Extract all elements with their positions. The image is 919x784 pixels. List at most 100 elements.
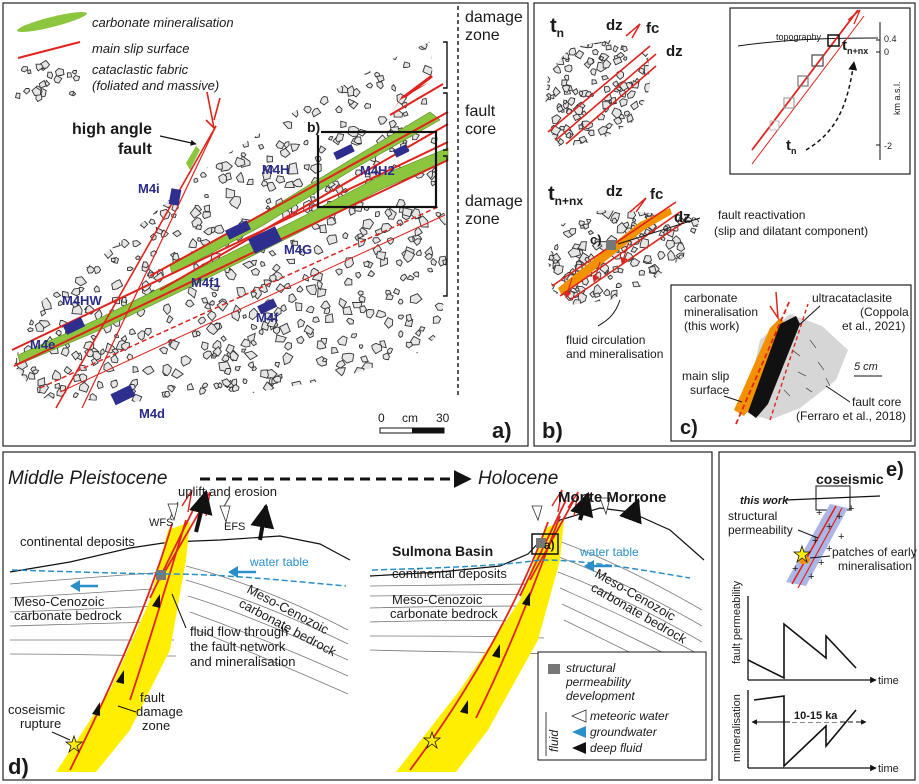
fragment: [430, 257, 438, 266]
fragment: [424, 252, 434, 260]
fragment: [31, 86, 42, 96]
fragment: [162, 303, 172, 315]
fragment: [367, 269, 376, 278]
fragment: [266, 155, 273, 163]
fragment: [412, 271, 420, 278]
fragment: [407, 236, 414, 243]
fragment: [647, 40, 650, 47]
fragment: [338, 42, 346, 47]
fragment: [260, 261, 266, 268]
fragment: [415, 249, 422, 256]
fragment: [432, 315, 442, 324]
fragment: [420, 97, 428, 105]
fragment: [172, 252, 180, 261]
fragment: [291, 380, 303, 393]
fragment: [14, 297, 23, 310]
damage-zone-2: damage: [136, 704, 183, 719]
fragment: [548, 237, 552, 248]
fragment: [628, 138, 636, 146]
fragment: [62, 242, 70, 253]
fragment: [355, 374, 366, 383]
fragment: [635, 123, 644, 130]
fragment: [242, 378, 248, 384]
fragment: [548, 231, 554, 239]
fragment: [329, 387, 340, 397]
fragment: [260, 369, 269, 379]
fragment: [57, 300, 64, 306]
fragment: [143, 327, 152, 337]
fragment: [212, 345, 222, 357]
fragment: [24, 256, 37, 264]
fragment: [22, 87, 31, 95]
fragment: [313, 382, 325, 395]
scale-zero: 0: [378, 411, 385, 425]
fragment: [84, 349, 95, 358]
fragment: [14, 327, 24, 337]
fragment: [560, 220, 566, 227]
fragment: [18, 297, 28, 306]
fragment: [82, 159, 90, 166]
fragment: [657, 276, 666, 284]
fragment: [72, 392, 79, 399]
fragment: [593, 292, 601, 299]
fragment: [316, 279, 323, 291]
fragment: [250, 291, 258, 299]
fragment: [338, 297, 348, 309]
fragment: [240, 152, 247, 158]
fragment: [548, 284, 549, 290]
fragment: [591, 240, 603, 251]
fluid-label-1: fluid circulation: [566, 333, 645, 347]
fragment: [47, 163, 53, 170]
fragment: [611, 217, 618, 224]
fragment: [362, 218, 375, 230]
fragment: [296, 285, 304, 293]
fragment: [549, 135, 555, 142]
fragment: [319, 224, 327, 234]
fragment: [645, 107, 650, 118]
fragment: [33, 161, 46, 171]
fragment: [549, 48, 556, 55]
fragment: [326, 216, 337, 226]
fragment: [27, 69, 32, 75]
fragment: [341, 52, 348, 61]
fragment: [227, 149, 234, 154]
fragment: [396, 45, 406, 55]
fragment: [116, 225, 124, 234]
fragment: [262, 49, 269, 56]
fragment: [137, 330, 146, 341]
fragment: [413, 351, 421, 358]
fragment: [406, 274, 415, 281]
fragment: [167, 384, 175, 393]
fragment: [55, 329, 62, 337]
fragment: [359, 344, 364, 350]
ultracataclasite: [748, 316, 800, 418]
legend-cataclastic-swatch: [14, 59, 81, 103]
red-cross: +: [838, 531, 844, 543]
fragment: [117, 161, 129, 171]
fragment: [65, 44, 77, 55]
fragment: [580, 41, 589, 49]
panel-a-label: a): [492, 418, 512, 443]
fragment: [305, 284, 317, 296]
fragment: [587, 42, 594, 49]
fragment: [52, 229, 60, 238]
fragment: [605, 122, 613, 130]
fragment: [622, 221, 630, 229]
fragment: [561, 84, 571, 94]
fragment: [264, 312, 272, 320]
fragment: [34, 321, 45, 332]
fragment: [544, 83, 551, 91]
fragment: [375, 309, 387, 319]
fragment: [88, 138, 99, 152]
fragment: [68, 170, 81, 184]
fragment: [50, 84, 61, 94]
fragment: [397, 314, 405, 320]
efs-label: EFS: [224, 521, 245, 533]
fragment: [21, 244, 30, 254]
fragment: [18, 384, 27, 392]
legend-slip-label: main slip surface: [92, 41, 190, 56]
fragment: [129, 328, 137, 335]
fragment: [578, 90, 584, 97]
fragment: [160, 118, 169, 126]
fragment: [578, 135, 587, 144]
